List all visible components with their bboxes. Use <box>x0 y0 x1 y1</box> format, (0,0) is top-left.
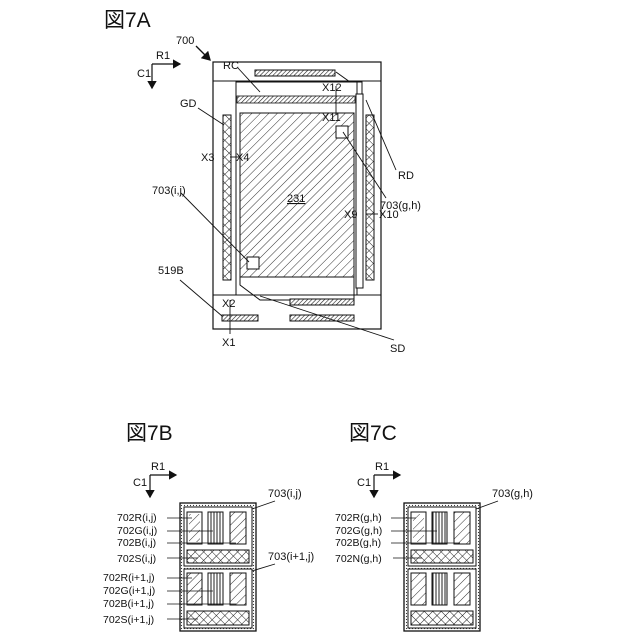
direction-c1-label: C1 <box>137 68 151 80</box>
sd-pad-upper <box>290 299 354 305</box>
subpixel-n <box>411 550 473 563</box>
label-top-ref: 703(i,j) <box>268 488 302 500</box>
row-label: 702G(i,j) <box>117 525 157 537</box>
row-label: 702S(i+1,j) <box>103 614 154 626</box>
gd-driver-right <box>366 115 374 280</box>
subpixel-s <box>187 550 249 563</box>
ref-700-arrow <box>196 46 210 60</box>
subpixel-n-2 <box>411 611 473 625</box>
figure-7a: 図7A R1 C1 700 <box>104 9 421 355</box>
subpixel-b <box>454 512 470 544</box>
subpixel-b-2 <box>454 573 470 605</box>
direction-r1-label: R1 <box>151 461 165 473</box>
row-label: 702G(i+1,j) <box>103 585 155 597</box>
label-area-231: 231 <box>287 193 305 205</box>
direction-indicator-b: R1 C1 <box>133 461 176 497</box>
subpixel-g <box>208 512 223 544</box>
label-x3: X3 <box>201 152 214 164</box>
subpixel-r-2 <box>411 573 426 605</box>
label-703-ij: 703(i,j) <box>152 185 186 197</box>
direction-indicator-c: R1 C1 <box>357 461 400 497</box>
label-x9: X9 <box>344 209 357 221</box>
label-x12: X12 <box>322 82 342 94</box>
pad-519b <box>222 315 258 321</box>
subpixel-b <box>230 512 246 544</box>
gd-driver-left <box>223 115 231 280</box>
rc-driver-bar <box>237 96 355 103</box>
row-label: 702S(i,j) <box>117 553 156 565</box>
direction-r1-label: R1 <box>375 461 389 473</box>
row-label: 702G(g,h) <box>335 525 382 537</box>
row-label: 702N(g,h) <box>335 553 382 565</box>
label-sd: SD <box>390 343 405 355</box>
row-label: 702R(i+1,j) <box>103 572 155 584</box>
subpixel-g-2 <box>208 573 223 605</box>
label-x11: X11 <box>322 112 341 124</box>
figure-7a-title: 図7A <box>104 9 151 32</box>
figure-7c-title: 図7C <box>349 422 397 445</box>
row-label: 702R(g,h) <box>335 512 382 524</box>
label-rc: RC <box>223 60 239 72</box>
rc-terminal <box>255 70 335 76</box>
subpixel-g <box>432 512 447 544</box>
direction-r1-label: R1 <box>156 50 170 62</box>
row-label: 702B(i+1,j) <box>103 598 154 610</box>
label-mid-ref: 703(i+1,j) <box>268 551 314 563</box>
pixel-703-ij <box>247 257 259 269</box>
figure-7b-title: 図7B <box>126 422 173 445</box>
direction-c1-label: C1 <box>357 477 371 489</box>
direction-indicator-a: R1 C1 <box>137 50 180 88</box>
label-top-ref: 703(g,h) <box>492 488 533 500</box>
figure-7c: 図7C R1 C1 703(g,h) 702R(g,h) 702G(g,h) 7… <box>335 422 533 631</box>
label-x1: X1 <box>222 337 235 349</box>
ref-700-label: 700 <box>176 35 194 47</box>
subpixel-b-2 <box>230 573 246 605</box>
row-label: 702B(g,h) <box>335 537 381 549</box>
label-rd: RD <box>398 170 414 182</box>
label-519b: 519B <box>158 265 184 277</box>
row-label: 702B(i,j) <box>117 537 156 549</box>
label-x10: X10 <box>379 209 399 221</box>
subpixel-g-2 <box>432 573 447 605</box>
subpixel-s-2 <box>187 611 249 625</box>
rd-strip <box>356 94 363 288</box>
row-labels-c: 702R(g,h) 702G(g,h) 702B(g,h) 702N(g,h) <box>335 512 382 565</box>
label-gd: GD <box>180 98 197 110</box>
label-x4: X4 <box>236 152 249 164</box>
row-label: 702R(i,j) <box>117 512 157 524</box>
direction-c1-label: C1 <box>133 477 147 489</box>
row-labels-b: 702R(i,j) 702G(i,j) 702B(i,j) 702S(i,j) … <box>103 512 157 626</box>
figure-7b: 図7B R1 C1 703(i,j) 703(i+1,j) 702R(i,j) <box>103 422 314 631</box>
label-x2: X2 <box>222 298 235 310</box>
